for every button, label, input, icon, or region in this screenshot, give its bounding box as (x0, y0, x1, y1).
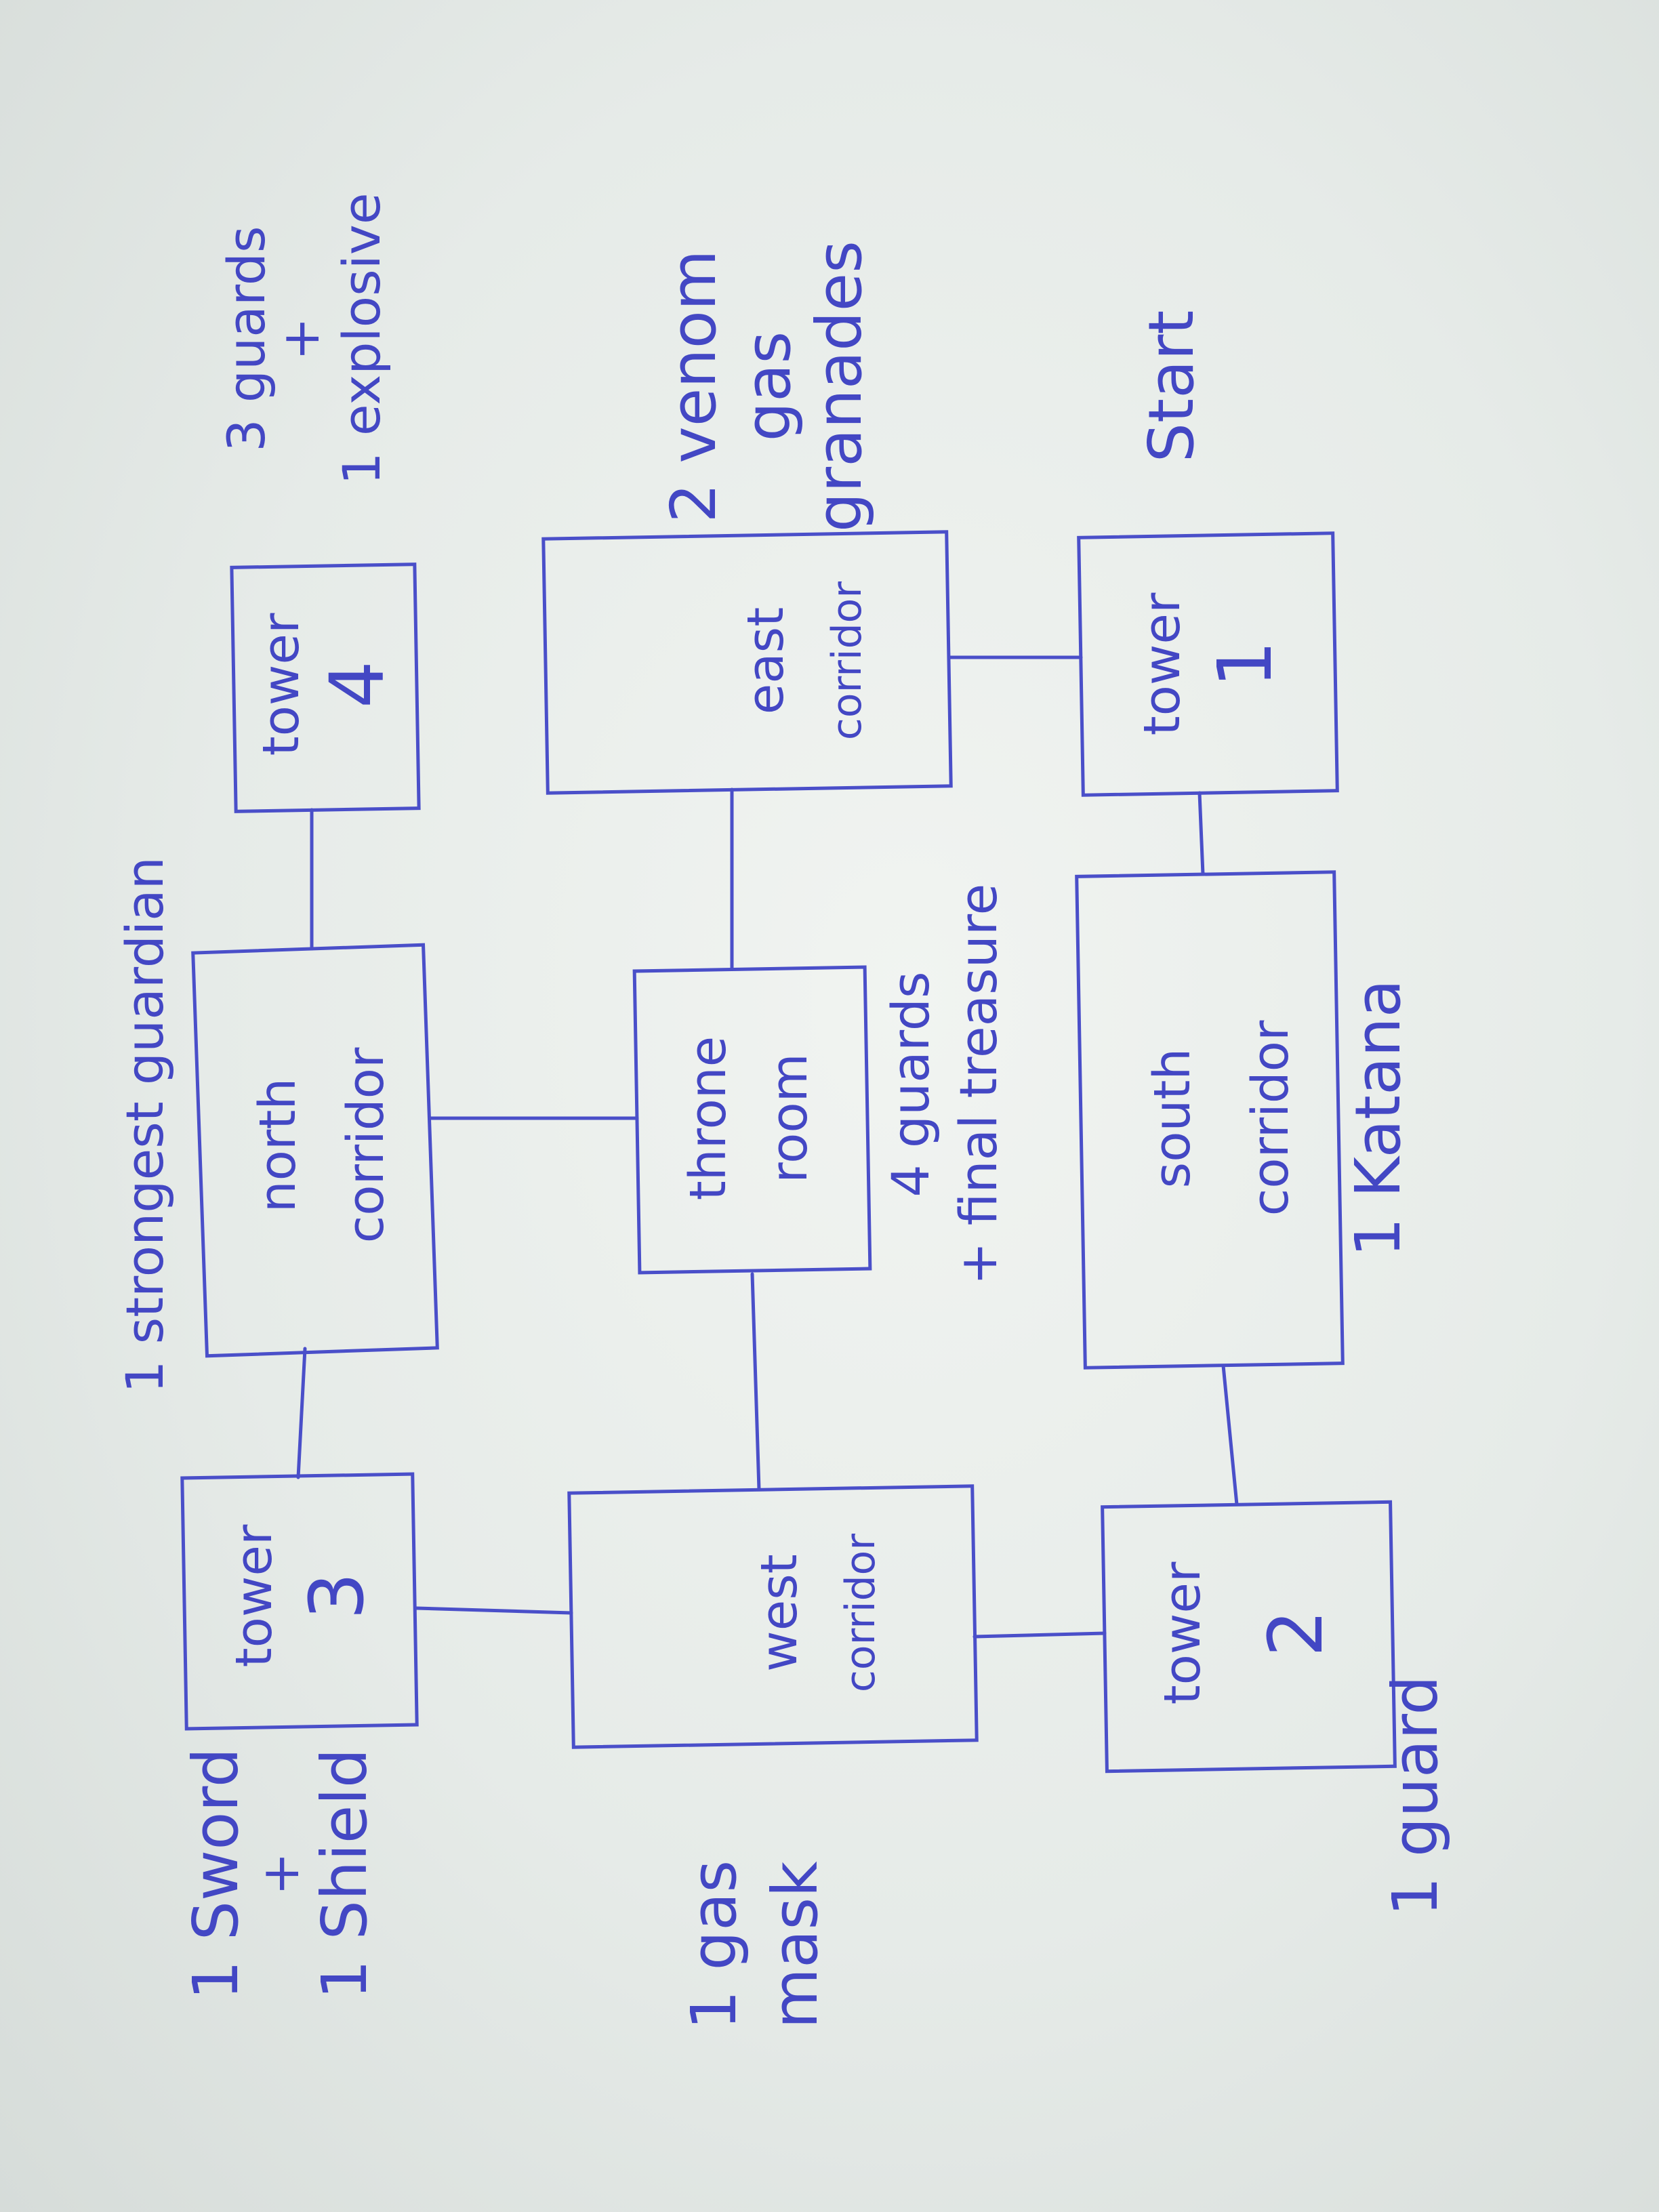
svg-text:corridor: corridor (823, 581, 871, 740)
svg-text:+: + (270, 317, 331, 361)
room-label-tower4: tower 4 (252, 613, 401, 756)
svg-text:2: 2 (1252, 1610, 1339, 1657)
svg-text:4 guards: 4 guards (880, 971, 941, 1197)
room-label-tower3: tower 3 (225, 1524, 380, 1667)
room-box-west-corridor (567, 1484, 979, 1749)
note-east-corridor: 2 venom gas granades (657, 241, 876, 532)
room-box-tower2 (1101, 1500, 1397, 1774)
svg-text:1 gas: 1 gas (678, 1860, 750, 2030)
room-box-tower1 (1077, 531, 1339, 797)
svg-text:1 strongest guardian: 1 strongest guardian (115, 857, 175, 1393)
svg-text:east: east (737, 607, 795, 714)
svg-text:1: 1 (1202, 640, 1288, 688)
room-box-south-corridor (1075, 870, 1345, 1370)
note-north-corridor: 1 strongest guardian (115, 857, 175, 1393)
svg-text:corridor: corridor (337, 1047, 395, 1243)
connection-tower2-south-corridor (1221, 1364, 1239, 1507)
svg-text:1 Sword: 1 Sword (180, 1748, 252, 2000)
svg-text:4: 4 (314, 661, 401, 708)
svg-text:1 explosive: 1 explosive (331, 192, 392, 485)
svg-text:1 guard: 1 guard (1379, 1675, 1452, 1916)
note-tower3: 1 Sword + 1 Shield (180, 1748, 381, 2000)
room-box-north-corridor (191, 943, 439, 1358)
svg-text:corridor: corridor (1242, 1020, 1300, 1216)
svg-text:mask: mask (759, 1861, 832, 2029)
svg-text:gas: gas (732, 331, 804, 442)
note-tower1: Start (1135, 310, 1208, 463)
svg-text:3 guards: 3 guards (216, 226, 276, 451)
svg-text:2 venom: 2 venom (657, 249, 730, 523)
note-tower4: 3 guards + 1 explosive (216, 192, 392, 485)
svg-text:room: room (760, 1053, 819, 1183)
svg-text:north: north (249, 1078, 307, 1213)
note-west-corridor: 1 gas mask (678, 1860, 832, 2030)
svg-text:3: 3 (293, 1572, 380, 1620)
room-label-west-corridor: west corridor (750, 1534, 884, 1692)
svg-text:tower: tower (225, 1524, 283, 1667)
room-label-tower2: tower 2 (1153, 1561, 1339, 1704)
svg-text:west: west (750, 1554, 808, 1672)
svg-text:tower: tower (252, 613, 310, 756)
room-label-north-corridor: north corridor (249, 1047, 395, 1243)
room-box-throne-room (632, 965, 872, 1275)
connection-tower3-west-corridor (415, 1606, 573, 1615)
note-tower2: 1 guard (1379, 1675, 1452, 1916)
svg-text:1 Katana: 1 Katana (1342, 979, 1414, 1257)
svg-text:tower: tower (1153, 1561, 1212, 1704)
note-throne-room: 4 guards + final treasure (880, 884, 1008, 1286)
svg-text:corridor: corridor (837, 1534, 884, 1692)
svg-text:throne: throne (679, 1036, 737, 1200)
svg-text:1 Shield: 1 Shield (308, 1748, 381, 2000)
svg-text:Start: Start (1135, 310, 1208, 463)
room-label-tower1: tower 1 (1133, 592, 1288, 735)
room-label-throne-room: throne room (679, 1036, 819, 1200)
svg-text:south: south (1143, 1048, 1202, 1189)
svg-text:granades: granades (803, 241, 876, 532)
connection-west-corridor-throne-room (750, 1272, 761, 1492)
room-label-east-corridor: east corridor (737, 581, 871, 740)
room-box-tower4 (230, 562, 421, 813)
note-south-corridor: 1 Katana (1342, 979, 1414, 1257)
room-label-south-corridor: south corridor (1143, 1020, 1300, 1216)
svg-text:tower: tower (1133, 592, 1191, 735)
connection-tower3-north-corridor (296, 1347, 307, 1479)
svg-text:+ final treasure: + final treasure (948, 884, 1008, 1286)
connection-south-corridor-tower1 (1197, 791, 1205, 876)
svg-text:+: + (250, 1852, 310, 1896)
connection-west-corridor-tower2 (972, 1631, 1107, 1639)
